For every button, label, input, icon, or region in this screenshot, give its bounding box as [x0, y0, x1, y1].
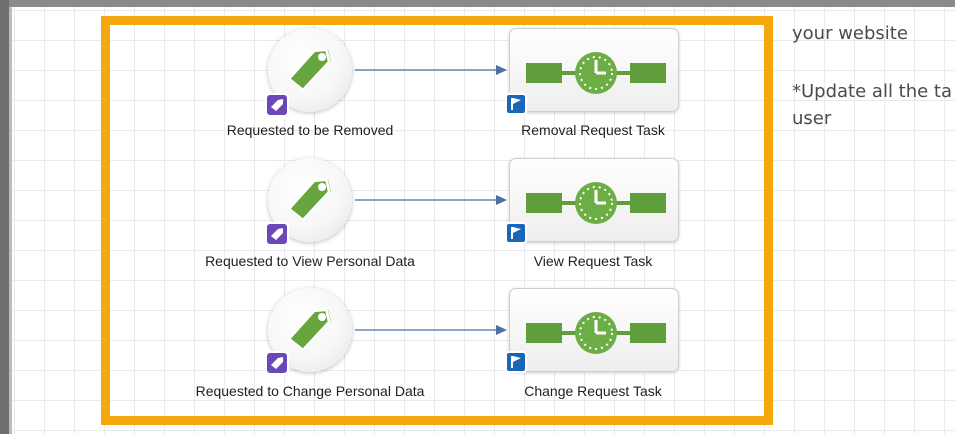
tag-icon: [286, 308, 331, 353]
side-text-line-2: *Update all the ta: [792, 81, 953, 102]
timer-icon: [526, 52, 666, 94]
highlight-frame: [101, 16, 773, 425]
trigger-label-removal: Requested to be Removed: [226, 122, 394, 138]
window-frame-top: [0, 0, 955, 7]
connector-row-3[interactable]: [355, 325, 507, 335]
task-node-view[interactable]: [509, 158, 679, 242]
connector-row-2[interactable]: [355, 195, 507, 205]
side-text-line-3: user: [792, 108, 832, 129]
task-node-removal[interactable]: [509, 28, 679, 112]
trigger-label-change: Requested to Change Personal Data: [195, 383, 425, 399]
window-frame-left: [0, 0, 9, 434]
flag-badge-icon: [505, 93, 527, 115]
side-text-line-1: your website: [792, 23, 908, 44]
flag-badge-icon: [505, 351, 527, 373]
timer-icon: [526, 312, 666, 354]
trigger-label-view: Requested to View Personal Data: [205, 253, 415, 269]
window-frame-left-inner: [9, 7, 12, 434]
task-label-view: View Request Task: [533, 253, 653, 269]
tag-icon: [286, 178, 331, 223]
tag-badge-icon: [265, 351, 289, 375]
trigger-node-change[interactable]: [268, 288, 352, 372]
tag-icon: [286, 48, 331, 93]
task-label-change: Change Request Task: [524, 383, 662, 399]
tag-badge-icon: [265, 222, 289, 246]
tag-badge-icon: [265, 93, 289, 117]
connector-row-1[interactable]: [355, 65, 507, 75]
flag-badge-icon: [505, 222, 527, 244]
task-label-removal: Removal Request Task: [521, 122, 665, 138]
task-node-change[interactable]: [509, 288, 679, 372]
timer-icon: [526, 182, 666, 224]
